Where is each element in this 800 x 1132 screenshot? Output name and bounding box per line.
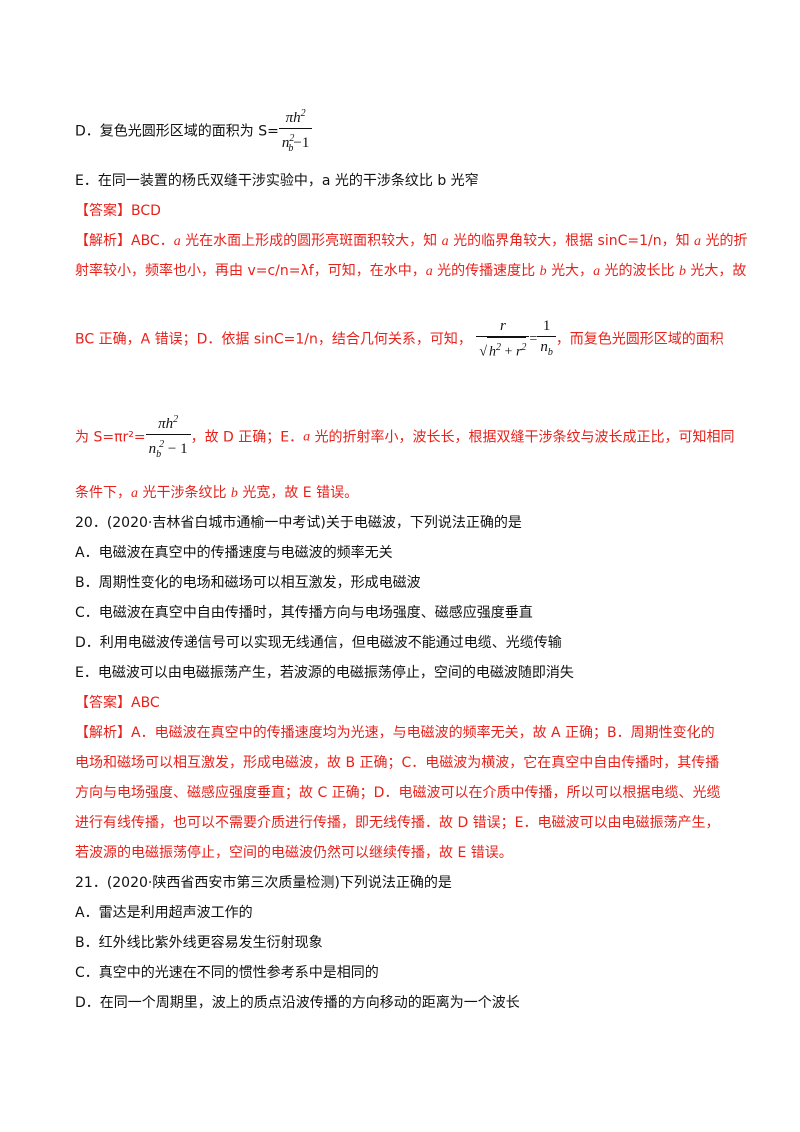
q20-answer: 【答案】ABC <box>75 695 160 711</box>
q19-option-d-text: D．复色光圆形区域的面积为 S= <box>75 123 279 140</box>
q20-stem: 20．(2020·吉林省白城市通榆一中考试)关于电磁波，下列说法正确的是 <box>75 515 522 531</box>
q19-explanation-line4: 为 S=πr²= πh2 nb2 − 1 ，故 D 正确；E．a 光的折射率小，… <box>75 410 735 465</box>
sin-relation-fraction-right: 1 nb <box>537 316 556 363</box>
q19-answer: 【答案】BCD <box>75 203 161 219</box>
q21-option-a: A．雷达是利用超声波工作的 <box>75 905 253 921</box>
q19-option-d: D．复色光圆形区域的面积为 S= πh2 n2b−1 <box>75 104 313 159</box>
q20-explanation-line5: 若波源的电磁振荡停止，空间的电磁波仍然可以继续传播，故 E 错误。 <box>75 845 513 861</box>
q19-explanation-line1: 【解析】ABC．a 光在水面上形成的圆形亮斑面积较大，知 a 光的临界角较大，根… <box>75 233 748 249</box>
q19-explanation-line5: 条件下，a 光干涉条纹比 b 光宽，故 E 错误。 <box>75 485 359 501</box>
q20-option-a: A．电磁波在真空中的传播速度与电磁波的频率无关 <box>75 545 393 561</box>
q20-option-c: C．电磁波在真空中自由传播时，其传播方向与电场强度、磁感应强度垂直 <box>75 605 533 621</box>
q21-option-d: D．在同一个周期里，波上的质点沿波传播的方向移动的距离为一个波长 <box>75 995 520 1011</box>
q19-explanation-line3: BC 正确，A 错误；D．依据 sinC=1/n，结合几何关系，可知， r √h… <box>75 316 724 363</box>
q20-option-e: E．电磁波可以由电磁振荡产生，若波源的电磁振荡停止，空间的电磁波随即消失 <box>75 665 574 681</box>
q20-explanation-line3: 方向与电场强度、磁感应强度垂直；故 C 正确；D．电磁波可以在介质中传播，所以可… <box>75 785 721 801</box>
q20-explanation-line2: 电场和磁场可以相互激发，形成电磁波，故 B 正确；C．电磁波为横波，它在真空中自… <box>75 755 720 771</box>
q21-option-c: C．真空中的光速在不同的惯性参考系中是相同的 <box>75 965 379 981</box>
fraction-denominator: n2b−1 <box>278 128 313 159</box>
q20-option-b: B．周期性变化的电场和磁场可以相互激发，形成电磁波 <box>75 575 421 591</box>
q21-stem: 21．(2020·陕西省西安市第三次质量检测)下列说法正确的是 <box>75 875 452 891</box>
q20-explanation-line4: 进行有线传播，也可以不需要介质进行传播，即无线传播．故 D 错误；E．电磁波可以… <box>75 815 720 831</box>
q20-explanation-line1: 【解析】A．电磁波在真空中的传播速度均为光速，与电磁波的频率无关，故 A 正确；… <box>75 725 715 741</box>
sin-relation-fraction-left: r √h2 + r2 <box>476 316 530 363</box>
q20-option-d: D．利用电磁波传递信号可以实现无线通信，但电磁波不能通过电缆、光缆传输 <box>75 635 562 651</box>
q21-option-b: B．红外线比紫外线更容易发生衍射现象 <box>75 935 323 951</box>
area-formula-fraction-2: πh2 nb2 − 1 <box>145 410 191 465</box>
q19-option-e: E．在同一装置的杨氏双缝干涉实验中，a 光的干涉条纹比 b 光窄 <box>75 173 479 189</box>
q19-explanation-line2: 射率较小，频率也小，再由 v=c/n=λf，可知，在水中，a 光的传播速度比 b… <box>75 263 747 279</box>
area-formula-fraction: πh2 n2b−1 <box>278 104 313 159</box>
fraction-numerator: πh2 <box>285 108 306 126</box>
